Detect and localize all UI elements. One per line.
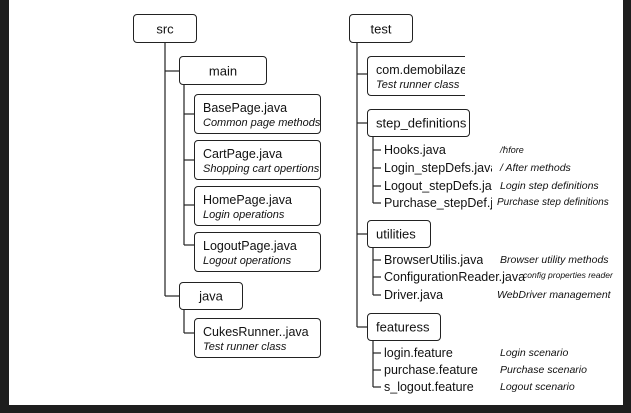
folder-main-label: main xyxy=(208,63,238,78)
note-purchase-stepdef: Purchase step definitions xyxy=(497,197,609,208)
folder-main[interactable]: main xyxy=(179,56,267,85)
note-logout-feature: Logout scenario xyxy=(500,381,575,393)
file-logoutpage-desc: Logout operations xyxy=(203,255,292,267)
file-logout-stepdefs[interactable]: Logout_stepDefs.java xyxy=(384,179,492,193)
note-browserutilis: Browser utility methods xyxy=(500,254,609,266)
file-cartpage-desc: Shopping cart opertions xyxy=(203,163,320,175)
file-homepage[interactable]: HomePage.java Login operations xyxy=(194,186,321,226)
folder-step-definitions-label: step_definitions xyxy=(376,115,467,131)
folder-utilities-label: utilities xyxy=(376,226,416,242)
file-driver[interactable]: Driver.java xyxy=(384,288,444,302)
file-basepage-name: BasePage.java xyxy=(203,101,288,115)
note-login-stepdefs: / After methods xyxy=(500,162,571,174)
folder-test-label: test xyxy=(370,21,392,36)
folder-test[interactable]: test xyxy=(349,14,413,43)
folder-step-definitions[interactable]: step_definitions xyxy=(367,109,470,137)
file-cukesrunner-name: CukesRunner..java xyxy=(203,325,309,339)
note-logout-stepdefs: Login step definitions xyxy=(500,180,599,192)
file-purchase-feature[interactable]: purchase.feature xyxy=(384,363,478,377)
file-purchase-stepdef[interactable]: Purchase_stepDef.java xyxy=(384,196,492,210)
note-hooks: /ℏfore xyxy=(500,145,524,155)
file-hooks[interactable]: Hooks.java xyxy=(384,143,446,157)
folder-features[interactable]: featuress xyxy=(367,313,441,341)
file-cukesrunner-desc: Test runner class xyxy=(203,341,287,353)
package-demobilaze[interactable]: com.demobilaze Test runner class xyxy=(367,56,465,96)
file-basepage[interactable]: BasePage.java Common page methods xyxy=(194,94,321,134)
folder-java[interactable]: java xyxy=(179,282,243,310)
note-configurationreader: config properties reader xyxy=(523,270,613,280)
folder-src[interactable]: src xyxy=(133,14,197,43)
file-login-feature[interactable]: login.feature xyxy=(384,346,453,360)
file-basepage-desc: Common page methods xyxy=(203,117,321,129)
folder-java-label: java xyxy=(199,288,223,304)
note-driver: WebDriver management xyxy=(497,289,611,301)
file-logout-feature[interactable]: s_logout.feature xyxy=(384,380,474,394)
file-logoutpage[interactable]: LogoutPage.java Logout operations xyxy=(194,232,321,272)
file-cartpage-name: CartPage.java xyxy=(203,147,283,161)
file-cukesrunner[interactable]: CukesRunner..java Test runner class xyxy=(194,318,321,358)
file-login-stepdefs[interactable]: Login_stepDefs.java xyxy=(384,161,492,175)
folder-utilities[interactable]: utilities xyxy=(367,220,431,248)
file-homepage-desc: Login operations xyxy=(203,209,285,221)
file-logoutpage-name: LogoutPage.java xyxy=(203,239,297,253)
file-cartpage[interactable]: CartPage.java Shopping cart opertions xyxy=(194,140,321,180)
file-homepage-name: HomePage.java xyxy=(203,193,292,207)
package-demobilaze-desc: Test runner class xyxy=(376,79,460,91)
package-demobilaze-name: com.demobilaze xyxy=(376,63,465,77)
folder-features-label: featuress xyxy=(376,319,430,335)
file-configurationreader[interactable]: ConfigurationReader.java xyxy=(384,270,526,284)
file-browserutilis[interactable]: BrowserUtilis.java xyxy=(384,253,484,267)
note-purchase-feature: Purchase scenario xyxy=(500,364,587,376)
folder-src-label: src xyxy=(156,21,174,36)
note-login-feature: Login scenario xyxy=(500,347,569,359)
